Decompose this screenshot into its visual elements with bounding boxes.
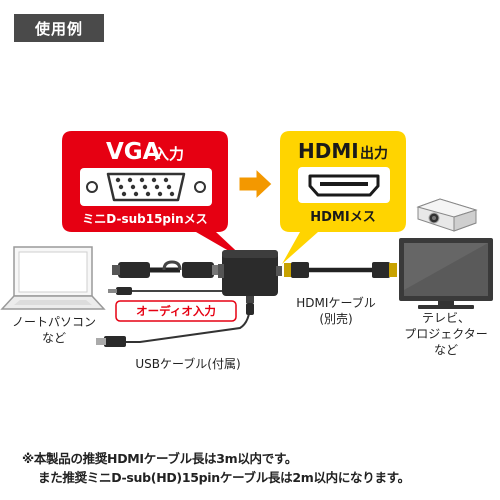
display-label-line1: テレビ、 bbox=[422, 311, 470, 325]
footnote-line2: また推奨ミニD-sub(HD)15pinケーブル長は2m以内になります。 bbox=[38, 470, 410, 485]
vga-title-main: VGA bbox=[106, 139, 161, 165]
usb-cable-label: USBケーブル(付属) bbox=[135, 356, 240, 371]
hdmi-port-icon bbox=[298, 167, 390, 203]
usage-example-tag: 使用例 bbox=[14, 14, 104, 42]
usb-cable bbox=[96, 302, 254, 347]
laptop-label-line2: など bbox=[42, 331, 66, 345]
laptop-label-line1: ノートパソコン bbox=[12, 315, 96, 329]
audio-input-label: オーディオ入力 bbox=[136, 304, 216, 318]
vga-connector-label: ミニD-sub15pinメス bbox=[82, 212, 207, 226]
converter-box-icon bbox=[218, 250, 282, 303]
hdmi-title-sub: 出力 bbox=[360, 145, 388, 162]
audio-cable bbox=[108, 284, 237, 295]
vga-title-sub: 入力 bbox=[154, 145, 184, 163]
hdmi-title-main: HDMI bbox=[298, 139, 359, 163]
hdmi-cable bbox=[284, 262, 397, 278]
vga-input-callout: VGA 入力 ミニD-sub15pinメス bbox=[62, 131, 248, 262]
hdmi-cable-label-line2: (別売) bbox=[319, 311, 352, 326]
laptop-icon bbox=[0, 246, 106, 310]
display-label-line2: プロジェクター bbox=[404, 327, 488, 341]
footnote-line1: ※本製品の推奨HDMIケーブル長は3m以内です。 bbox=[22, 451, 298, 466]
vga-cable bbox=[112, 260, 222, 278]
conversion-arrow-icon bbox=[238, 167, 273, 201]
tv-icon bbox=[399, 238, 493, 309]
hdmi-output-callout: HDMI 出力 HDMIメス bbox=[280, 131, 406, 264]
footnote: ※本製品の推奨HDMIケーブル長は3m以内です。 また推奨ミニD-sub(HD)… bbox=[22, 449, 492, 487]
audio-input-tag-frame bbox=[115, 300, 237, 322]
vga-connector-icon bbox=[80, 168, 212, 206]
display-label-line3: など bbox=[434, 343, 458, 357]
hdmi-cable-label-line1: HDMIケーブル bbox=[296, 295, 375, 310]
projector-icon bbox=[416, 198, 478, 232]
hdmi-connector-label: HDMIメス bbox=[310, 210, 375, 225]
